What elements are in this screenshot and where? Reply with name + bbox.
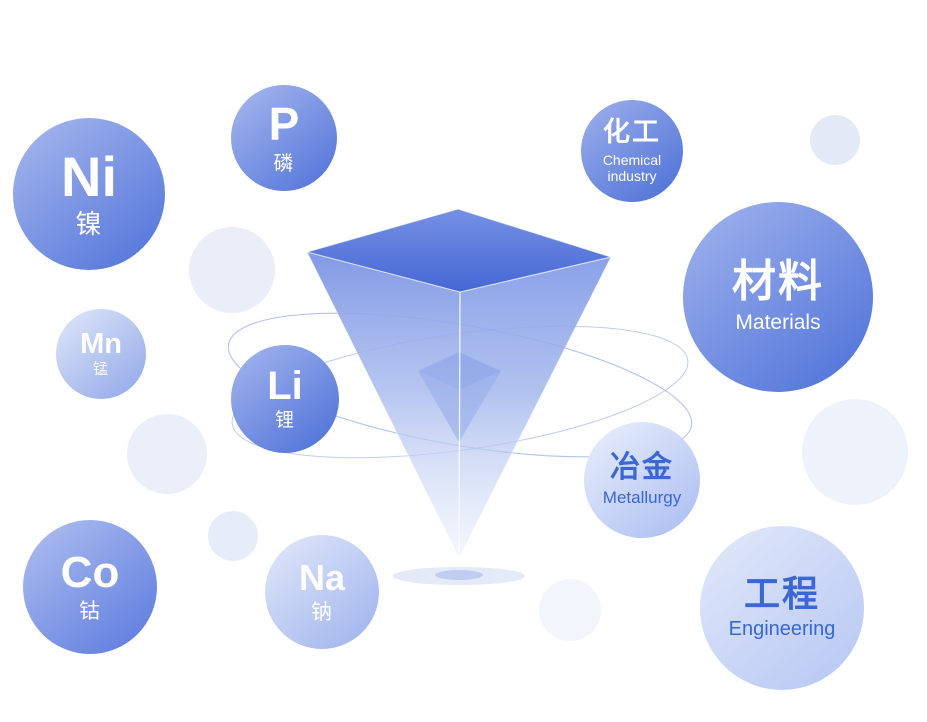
- element-symbol: Ni: [61, 144, 117, 208]
- element-name-cn: 钴: [79, 600, 101, 623]
- element-symbol: Co: [60, 547, 120, 597]
- decorative-circle: [189, 227, 275, 313]
- bubble-mn: Mn 锰: [56, 309, 146, 399]
- element-name-cn: 锰: [92, 360, 109, 378]
- decorative-circle: [127, 414, 207, 494]
- bubble-engineering: 工程 Engineering: [700, 526, 864, 690]
- industry-name-cn: 材料: [732, 257, 824, 307]
- element-symbol: P: [268, 98, 300, 151]
- shadow-ellipse-inner: [435, 570, 483, 580]
- industry-name-cn: 冶金: [610, 450, 674, 484]
- element-symbol: Na: [298, 557, 346, 598]
- industry-name-en: Materials: [735, 310, 821, 334]
- bubble-chemical-industry: 化工 Chemical industry: [581, 100, 683, 202]
- element-name-cn: 锂: [274, 410, 295, 432]
- industry-name-cn: 工程: [743, 573, 820, 615]
- element-name-cn: 镍: [75, 209, 103, 240]
- bubble-na: Na 钠: [265, 535, 379, 649]
- decorative-circle: [539, 579, 601, 641]
- bubble-li: Li 锂: [231, 345, 339, 453]
- element-symbol: Li: [267, 364, 303, 409]
- industry-name-en: Engineering: [728, 617, 836, 640]
- bubble-ni: Ni 镍: [13, 118, 165, 270]
- outer-pyramid: [304, 208, 614, 559]
- bubble-co: Co 钴: [23, 520, 157, 654]
- element-symbol: Mn: [80, 328, 122, 361]
- decorative-circle: [208, 511, 258, 561]
- industry-name-cn: 化工: [603, 117, 661, 148]
- industry-name-en: Metallurgy: [602, 488, 682, 508]
- element-name-cn: 钠: [311, 600, 333, 624]
- bubble-materials: 材料 Materials: [683, 202, 873, 392]
- decorative-circle: [810, 115, 860, 165]
- bubble-p: P 磷: [231, 85, 337, 191]
- bubble-metallurgy: 冶金 Metallurgy: [584, 422, 700, 538]
- element-name-cn: 磷: [273, 152, 295, 175]
- decorative-circle: [802, 399, 908, 505]
- industry-name-en: Chemical industry: [602, 151, 662, 184]
